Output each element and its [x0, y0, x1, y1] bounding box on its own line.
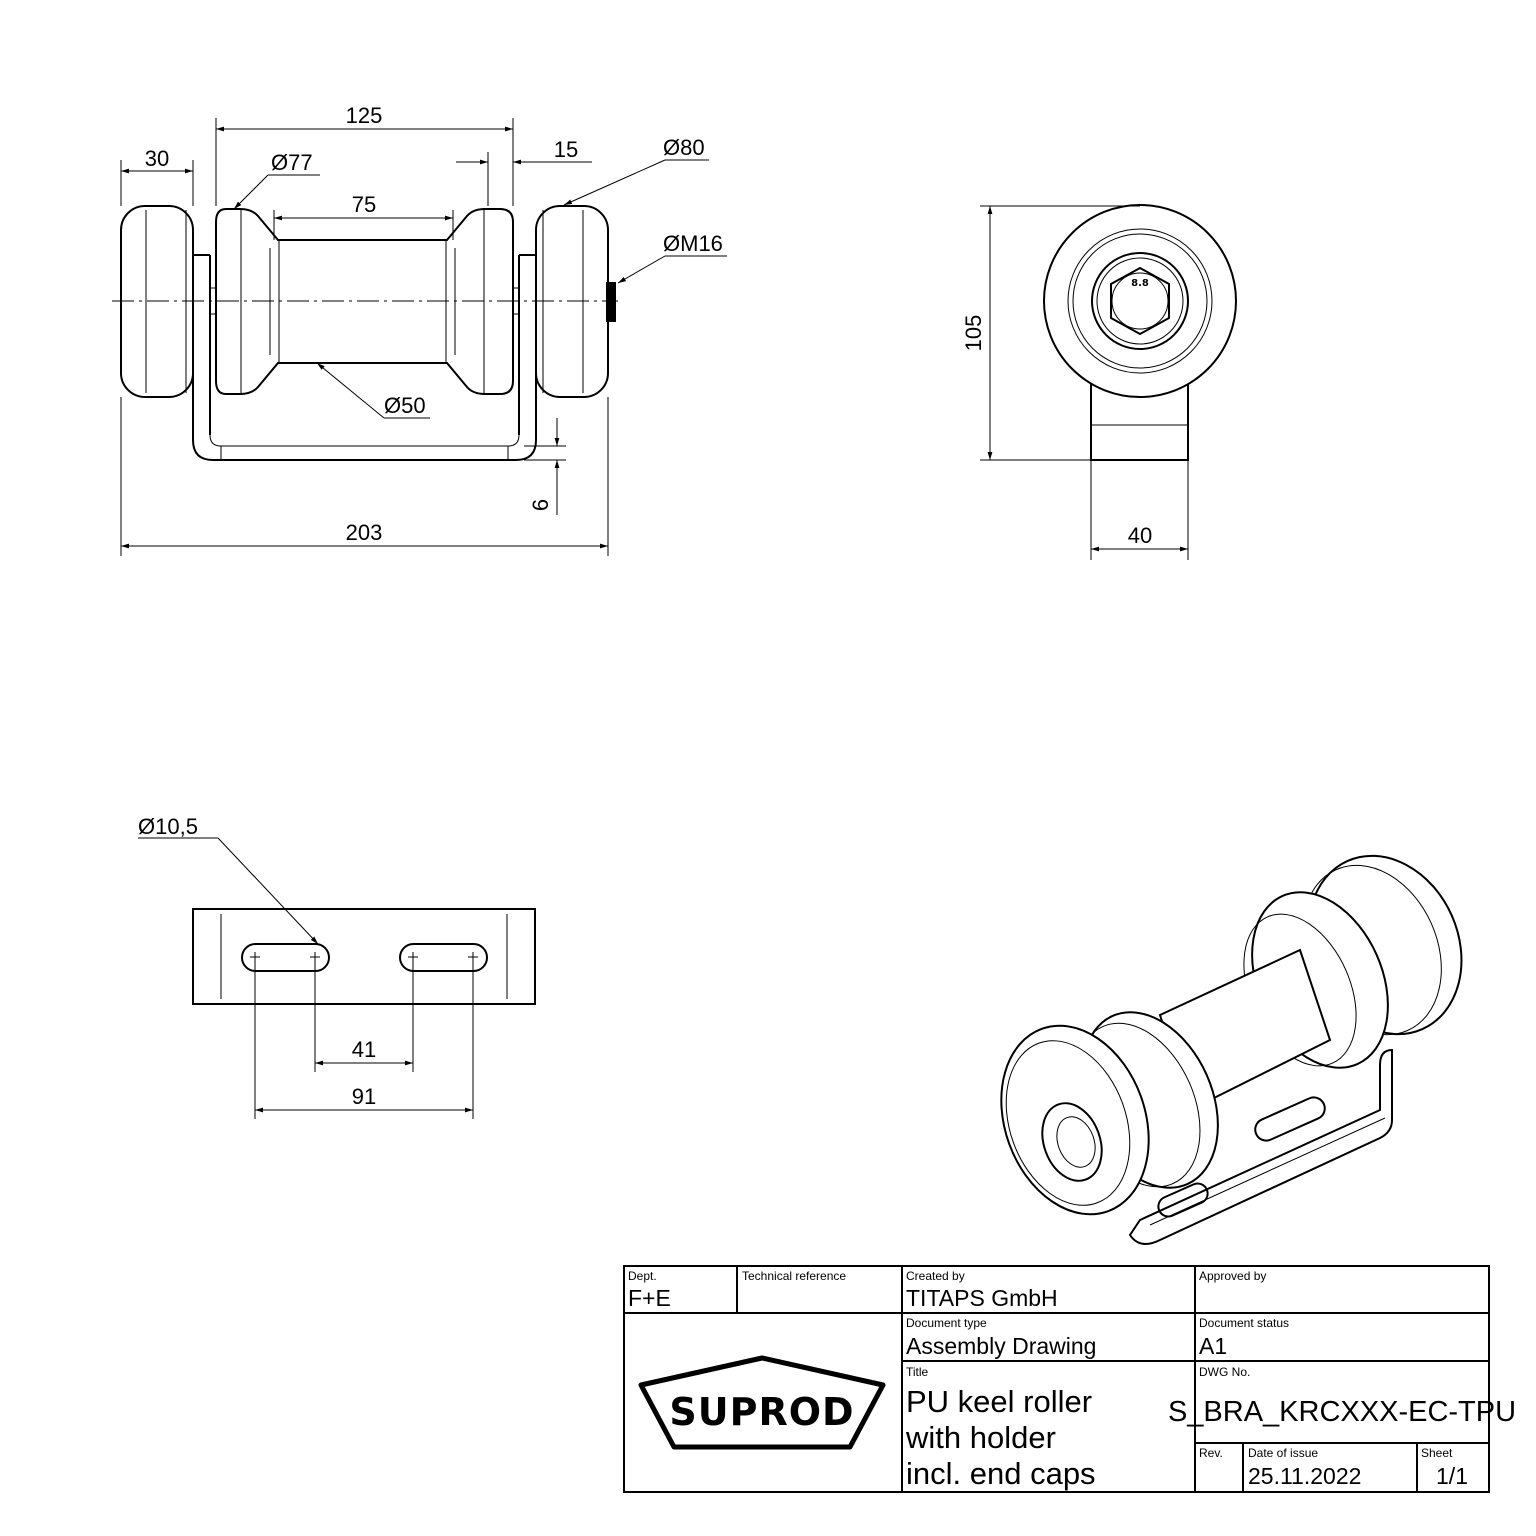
doc-status-label: Document status	[1199, 1316, 1289, 1330]
tech-ref-label: Technical reference	[742, 1269, 846, 1283]
dept-label: Dept.	[628, 1269, 657, 1283]
title-label: Title	[906, 1365, 929, 1379]
dim-dia80: Ø80	[663, 135, 705, 160]
created-by-value: TITAPS GmbH	[906, 1285, 1058, 1311]
dim-91: 91	[352, 1084, 376, 1109]
bottom-view: Ø10,5 41 91	[138, 814, 536, 1119]
dim-105: 105	[961, 315, 986, 352]
dwg-label: DWG No.	[1199, 1365, 1250, 1379]
dim-6: 6	[528, 499, 553, 511]
date-value: 25.11.2022	[1248, 1463, 1361, 1489]
date-label: Date of issue	[1248, 1446, 1318, 1460]
suprod-logo: SUPROD	[638, 1355, 886, 1450]
title-line-3: incl. end caps	[906, 1456, 1096, 1491]
dim-dia10-5: Ø10,5	[138, 814, 198, 839]
dim-75: 75	[352, 192, 376, 217]
doc-type-label: Document type	[906, 1316, 987, 1330]
dim-41: 41	[352, 1037, 376, 1062]
sheet-value: 1/1	[1436, 1463, 1468, 1489]
dim-40: 40	[1128, 523, 1152, 548]
dim-dia50: Ø50	[384, 393, 426, 418]
doc-status-value: A1	[1199, 1333, 1227, 1359]
title-line-1: PU keel roller	[906, 1384, 1092, 1419]
isometric-view	[1000, 854, 1463, 1245]
dim-dia77: Ø77	[271, 150, 313, 175]
dept-value: F+E	[628, 1285, 671, 1311]
doc-type-value: Assembly Drawing	[906, 1333, 1096, 1359]
logo-text: SUPROD	[669, 1390, 854, 1434]
svg-text:8.8: 8.8	[1131, 278, 1149, 289]
dim-15: 15	[554, 137, 578, 162]
approved-by-label: Approved by	[1199, 1269, 1266, 1283]
title-line-2: with holder	[905, 1420, 1056, 1455]
side-view: 8.8 105 40	[961, 204, 1237, 560]
title-block: Dept. F+E Technical reference Created by…	[623, 1265, 1516, 1493]
front-view: 30 125 15 Ø77 Ø80 75 ØM16 Ø50	[112, 103, 727, 556]
dim-125: 125	[346, 103, 383, 128]
dim-203: 203	[346, 520, 383, 545]
dim-diaM16: ØM16	[663, 231, 723, 256]
sheet-label: Sheet	[1421, 1446, 1453, 1460]
dim-30: 30	[145, 146, 169, 171]
created-by-label: Created by	[906, 1269, 965, 1283]
rev-label: Rev.	[1199, 1446, 1223, 1460]
dwg-value: S_BRA_KRCXXX-EC-TPU	[1168, 1396, 1516, 1428]
